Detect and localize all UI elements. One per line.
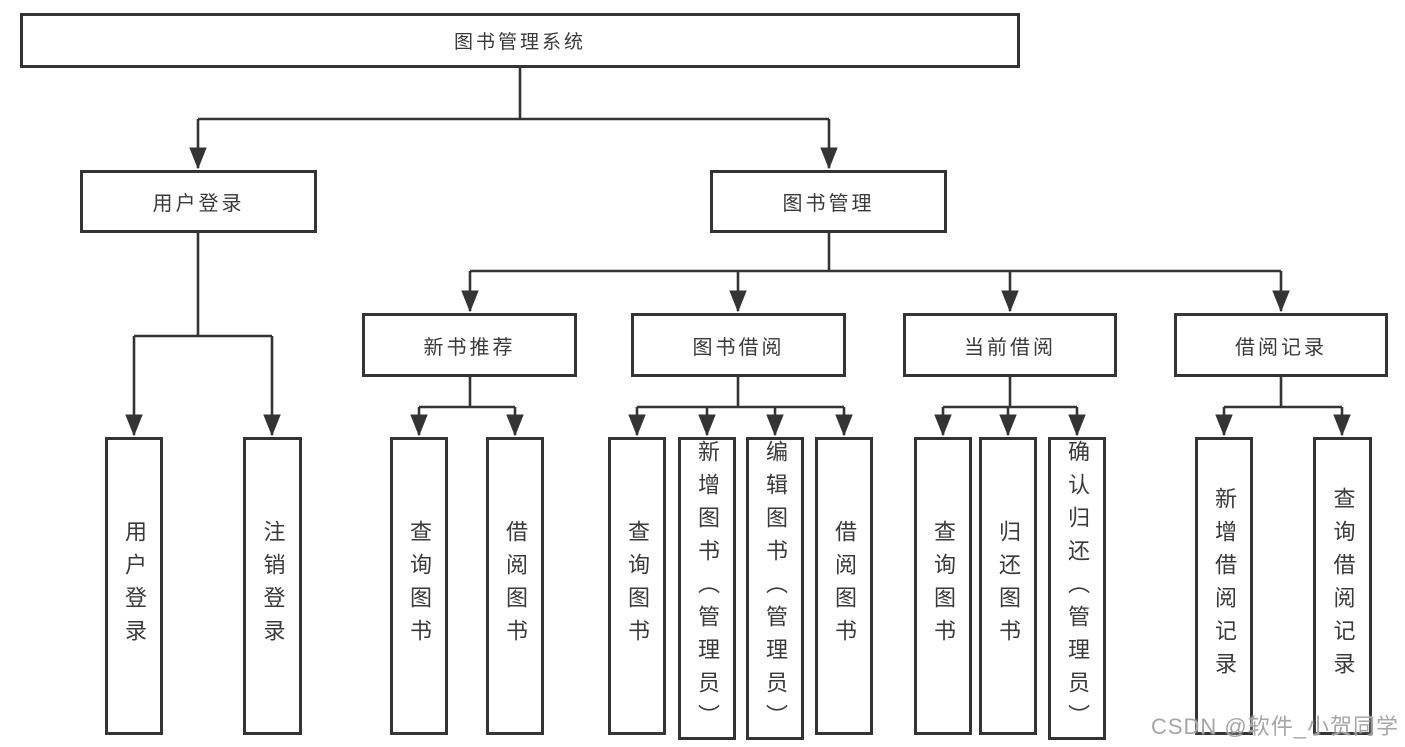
leaf-label: 确认归还（管理员）: [1065, 440, 1090, 737]
leaf-label: 归还图书: [996, 520, 1021, 652]
leaf-query-borrow-record: 查询借阅记录: [1313, 437, 1372, 735]
leaf-add-books-admin: 新增图书（管理员）: [678, 437, 736, 740]
leaf-return-books: 归还图书: [979, 437, 1037, 735]
leaf-edit-books-admin: 编辑图书（管理员）: [746, 437, 804, 740]
leaf-label: 用户登录: [122, 520, 147, 652]
leaf-user-login: 用户登录: [105, 437, 163, 735]
leaf-query-books-2: 查询图书: [608, 437, 666, 735]
leaf-label: 借阅图书: [503, 520, 528, 652]
leaf-add-borrow-record: 新增借阅记录: [1195, 437, 1253, 735]
leaf-logout: 注销登录: [243, 437, 302, 735]
node-label: 新书推荐: [423, 336, 516, 359]
node-label: 借阅记录: [1235, 336, 1327, 359]
node-label: 图书管理系统: [453, 32, 586, 53]
leaf-borrow-books-1: 借阅图书: [486, 437, 544, 735]
leaf-label: 新增借阅记录: [1212, 487, 1237, 685]
leaf-label: 查询图书: [931, 520, 956, 652]
leaf-label: 借阅图书: [832, 520, 857, 652]
node-user-login: 用户登录: [80, 170, 317, 233]
leaf-label: 查询图书: [625, 520, 650, 652]
leaf-label: 编辑图书（管理员）: [763, 440, 788, 737]
node-book-borrowing: 图书借阅: [631, 313, 846, 377]
node-label: 用户登录: [152, 193, 245, 215]
leaf-query-books-1: 查询图书: [390, 437, 448, 735]
node-book-management: 图书管理: [710, 170, 947, 233]
leaf-confirm-return-admin: 确认归还（管理员）: [1048, 437, 1106, 740]
node-label: 图书管理: [782, 193, 875, 215]
node-label: 当前借阅: [964, 336, 1056, 359]
leaf-query-books-3: 查询图书: [914, 437, 972, 735]
leaf-label: 注销登录: [260, 520, 286, 652]
leaf-borrow-books-2: 借阅图书: [815, 437, 873, 735]
leaf-label: 新增图书（管理员）: [695, 440, 720, 737]
node-current-borrowing: 当前借阅: [903, 313, 1117, 377]
node-borrow-records: 借阅记录: [1174, 313, 1388, 377]
leaf-label: 查询借阅记录: [1330, 487, 1356, 685]
node-label: 图书借阅: [692, 336, 785, 359]
csdn-watermark: CSDN @软件_小贺同学: [1150, 714, 1399, 739]
leaf-label: 查询图书: [407, 520, 432, 652]
node-library-management-system: 图书管理系统: [20, 13, 1020, 68]
node-new-book-recommend: 新书推荐: [362, 313, 577, 377]
